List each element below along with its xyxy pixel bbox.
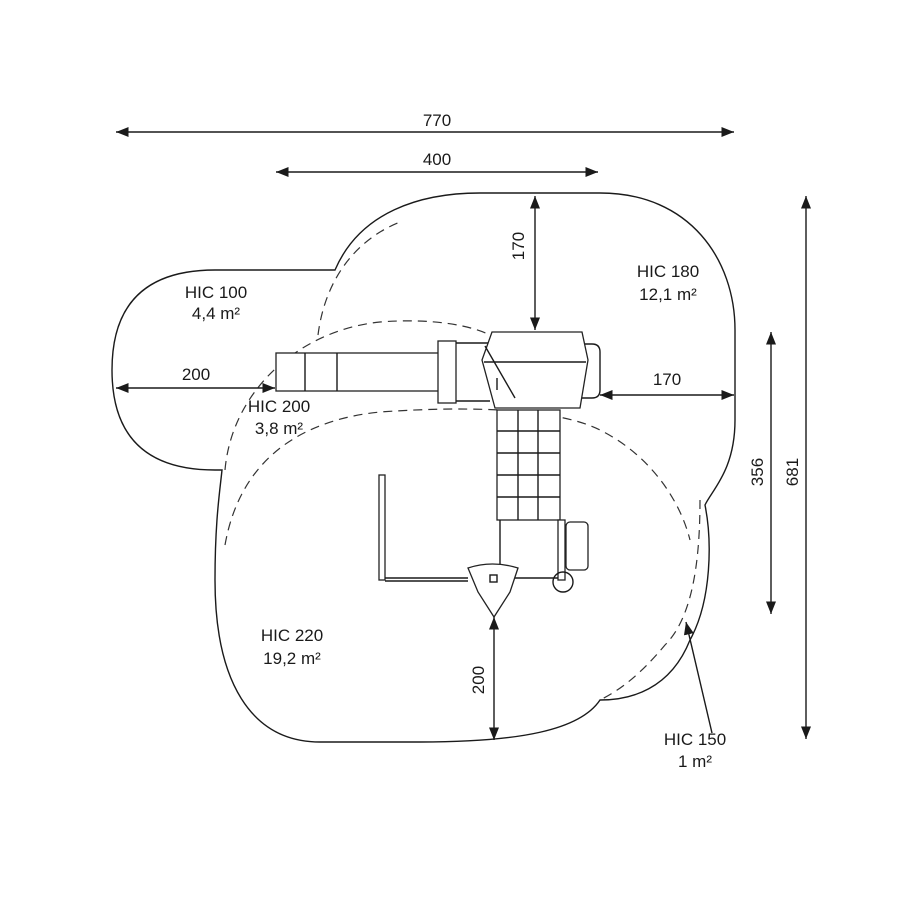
dimension-right-clearance: 170 — [600, 370, 734, 401]
svg-text:HIC 180: HIC 180 — [637, 262, 699, 281]
safety-zone-outline — [111, 192, 736, 743]
svg-text:4,4 m²: 4,4 m² — [192, 304, 241, 323]
dimension-overall-depth: 681 — [783, 196, 812, 739]
svg-text:200: 200 — [469, 666, 488, 694]
zone-label-hic180: HIC 180 12,1 m² — [637, 262, 699, 304]
zone-label-hic150: HIC 150 1 m² — [664, 621, 726, 771]
corner-panel — [467, 563, 519, 619]
svg-text:HIC 100: HIC 100 — [185, 283, 247, 302]
svg-text:HIC 200: HIC 200 — [248, 397, 310, 416]
dimension-top-clearance: 170 — [509, 196, 541, 330]
svg-text:356: 356 — [748, 458, 767, 486]
zone-boundary-hic220 — [224, 408, 691, 546]
dimension-overall-width: 770 — [116, 111, 734, 138]
slide — [275, 340, 490, 404]
svg-text:3,8 m²: 3,8 m² — [255, 419, 304, 438]
svg-text:400: 400 — [423, 150, 451, 169]
zone-label-hic200: HIC 200 3,8 m² — [248, 397, 310, 438]
zone-boundary-hic180 — [317, 221, 401, 336]
zone-label-hic100: HIC 100 4,4 m² — [185, 283, 247, 323]
dimension-bottom-clearance: 200 — [469, 617, 500, 740]
balance-rails — [378, 474, 589, 593]
svg-text:12,1 m²: 12,1 m² — [639, 285, 697, 304]
svg-text:HIC 220: HIC 220 — [261, 626, 323, 645]
zone-label-hic220: HIC 220 19,2 m² — [261, 626, 323, 668]
play-structure — [275, 331, 601, 619]
svg-text:170: 170 — [653, 370, 681, 389]
zone-boundary-hic150 — [599, 499, 701, 701]
svg-text:681: 681 — [783, 458, 802, 486]
dimension-structure-width: 400 — [276, 150, 598, 178]
svg-text:1 m²: 1 m² — [678, 752, 712, 771]
tower-platform — [481, 331, 601, 409]
svg-text:HIC 150: HIC 150 — [664, 730, 726, 749]
zone-boundary-hic200 — [224, 320, 491, 471]
svg-text:19,2 m²: 19,2 m² — [263, 649, 321, 668]
dimension-structure-depth: 356 — [748, 332, 777, 614]
svg-text:770: 770 — [423, 111, 451, 130]
svg-text:170: 170 — [509, 232, 528, 260]
dimension-left-clearance: 200 — [116, 365, 275, 394]
svg-text:200: 200 — [182, 365, 210, 384]
climbing-net — [496, 409, 561, 521]
